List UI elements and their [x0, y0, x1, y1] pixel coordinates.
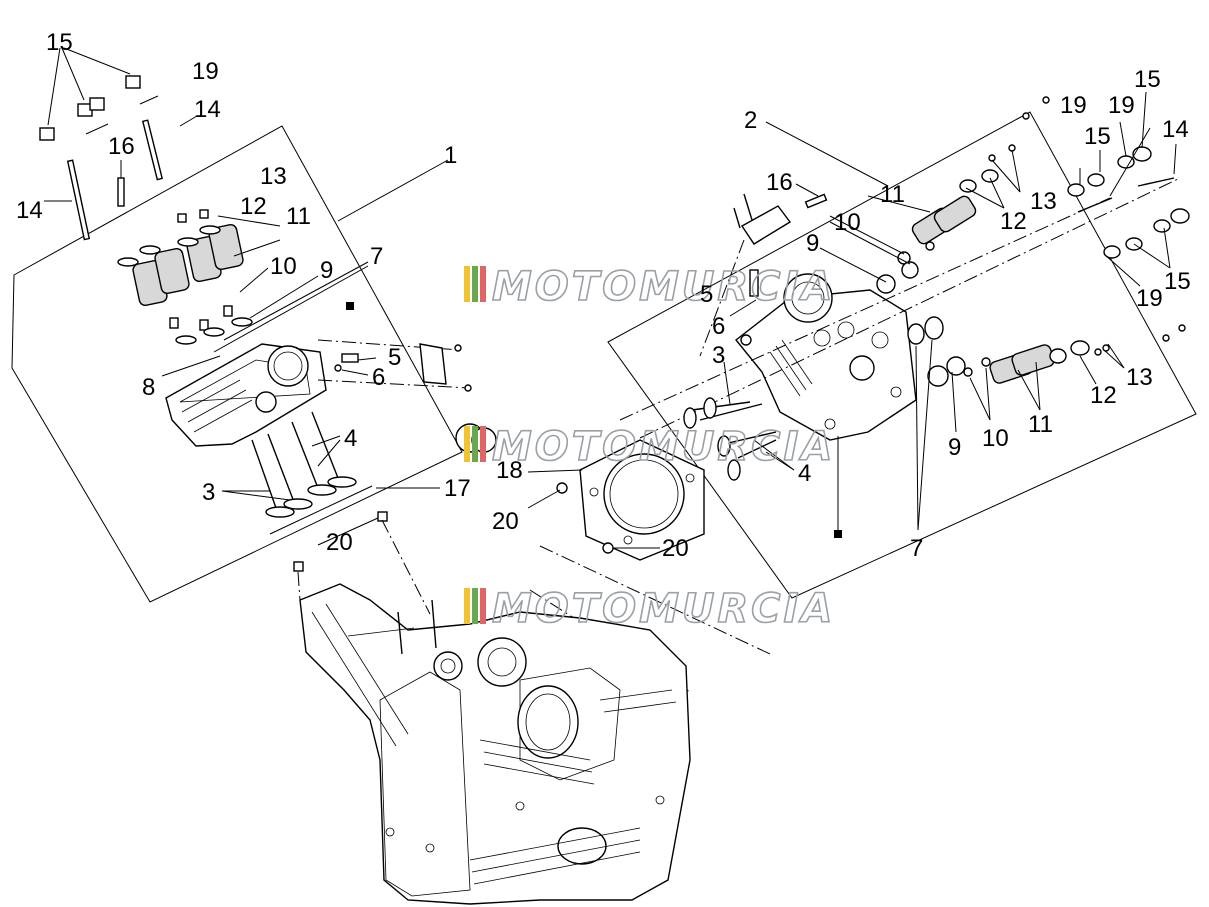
callout-5: 5	[700, 281, 713, 308]
rear-head-frame	[607, 111, 1197, 599]
square-marker	[834, 530, 842, 538]
callout-5: 5	[388, 344, 401, 371]
head-gasket-rear-part	[579, 439, 705, 561]
callout-17: 17	[444, 475, 471, 502]
callout-10: 10	[834, 209, 861, 236]
valve-keeper-part	[39, 127, 55, 141]
valve-retainers-front	[117, 209, 221, 267]
callouts-rear: 2 19 19 15 15 14 16 11 13 12 10 9 5 6 3 …	[492, 66, 1191, 562]
callout-16: 16	[766, 169, 793, 196]
callout-1: 1	[444, 142, 457, 169]
callout-19: 19	[1108, 92, 1135, 119]
rocker-part	[733, 193, 828, 245]
callout-3: 3	[712, 342, 725, 369]
callout-12: 12	[1000, 208, 1027, 235]
watermark-2: MOTOMURCIA	[464, 423, 835, 471]
watermark-text: MOTOMURCIA	[492, 424, 835, 470]
rear-cylinder-head-part	[735, 273, 917, 441]
valves-front	[251, 411, 357, 518]
push-rod-part	[66, 119, 164, 241]
callout-10: 10	[270, 253, 297, 280]
callout-15: 15	[1164, 268, 1191, 295]
callout-15: 15	[1134, 66, 1161, 93]
spark-plug-part	[749, 269, 759, 297]
crankcase-assembly	[299, 583, 691, 905]
callout-20: 20	[492, 508, 519, 535]
callout-9: 9	[806, 230, 819, 257]
valve-springs-rear-upper	[876, 169, 999, 294]
callout-6: 6	[372, 364, 385, 391]
callout-13: 13	[1126, 364, 1153, 391]
callout-4: 4	[798, 460, 811, 487]
watermark-text: MOTOMURCIA	[492, 586, 835, 632]
callout-11: 11	[1028, 411, 1053, 438]
callout-8: 8	[142, 374, 155, 401]
callout-19: 19	[1060, 92, 1087, 119]
rear-head-group	[527, 91, 1197, 693]
callout-9: 9	[320, 257, 333, 284]
callout-7: 7	[910, 535, 923, 562]
callout-20: 20	[326, 529, 353, 556]
callout-2: 2	[744, 107, 757, 134]
callouts-front: 15 19 14 16 1 14 13 12 11 10 9 7 5 6 8 4…	[16, 29, 471, 556]
callout-9: 9	[948, 434, 961, 461]
callout-11: 11	[286, 203, 311, 230]
callout-19: 19	[1136, 285, 1163, 312]
valves-rear	[683, 397, 777, 481]
valve-springs-front	[132, 223, 244, 307]
callout-14: 14	[16, 197, 43, 224]
spark-plug-part	[341, 353, 359, 363]
callout-12: 12	[240, 193, 267, 220]
callout-10: 10	[982, 425, 1009, 452]
callout-13: 13	[1030, 188, 1057, 215]
callout-6: 6	[712, 313, 725, 340]
callout-18: 18	[496, 457, 523, 484]
bolt-part	[117, 177, 125, 207]
watermark-text: MOTOMURCIA	[492, 264, 835, 310]
callout-20: 20	[662, 535, 689, 562]
front-cylinder-head-part	[165, 343, 327, 447]
callout-16: 16	[108, 133, 135, 160]
head-gasket-part	[269, 485, 373, 535]
callout-7: 7	[370, 243, 383, 270]
callout-19: 19	[192, 58, 219, 85]
callout-14: 14	[1162, 116, 1189, 143]
front-head-frame	[11, 125, 463, 603]
front-head-group	[11, 47, 497, 615]
valve-seats-front	[169, 305, 253, 345]
callout-14: 14	[194, 96, 221, 123]
callout-15: 15	[1084, 123, 1111, 150]
square-marker	[346, 302, 354, 310]
callout-11: 11	[880, 181, 905, 208]
watermark-1: MOTOMURCIA	[464, 263, 835, 311]
callout-4: 4	[344, 425, 357, 452]
cover-plate-part	[419, 343, 447, 385]
callout-12: 12	[1090, 382, 1117, 409]
callout-3: 3	[202, 479, 215, 506]
watermark-3: MOTOMURCIA	[464, 585, 835, 633]
o-ring-part	[907, 323, 925, 345]
callout-13: 13	[260, 163, 287, 190]
callout-15: 15	[46, 29, 73, 56]
